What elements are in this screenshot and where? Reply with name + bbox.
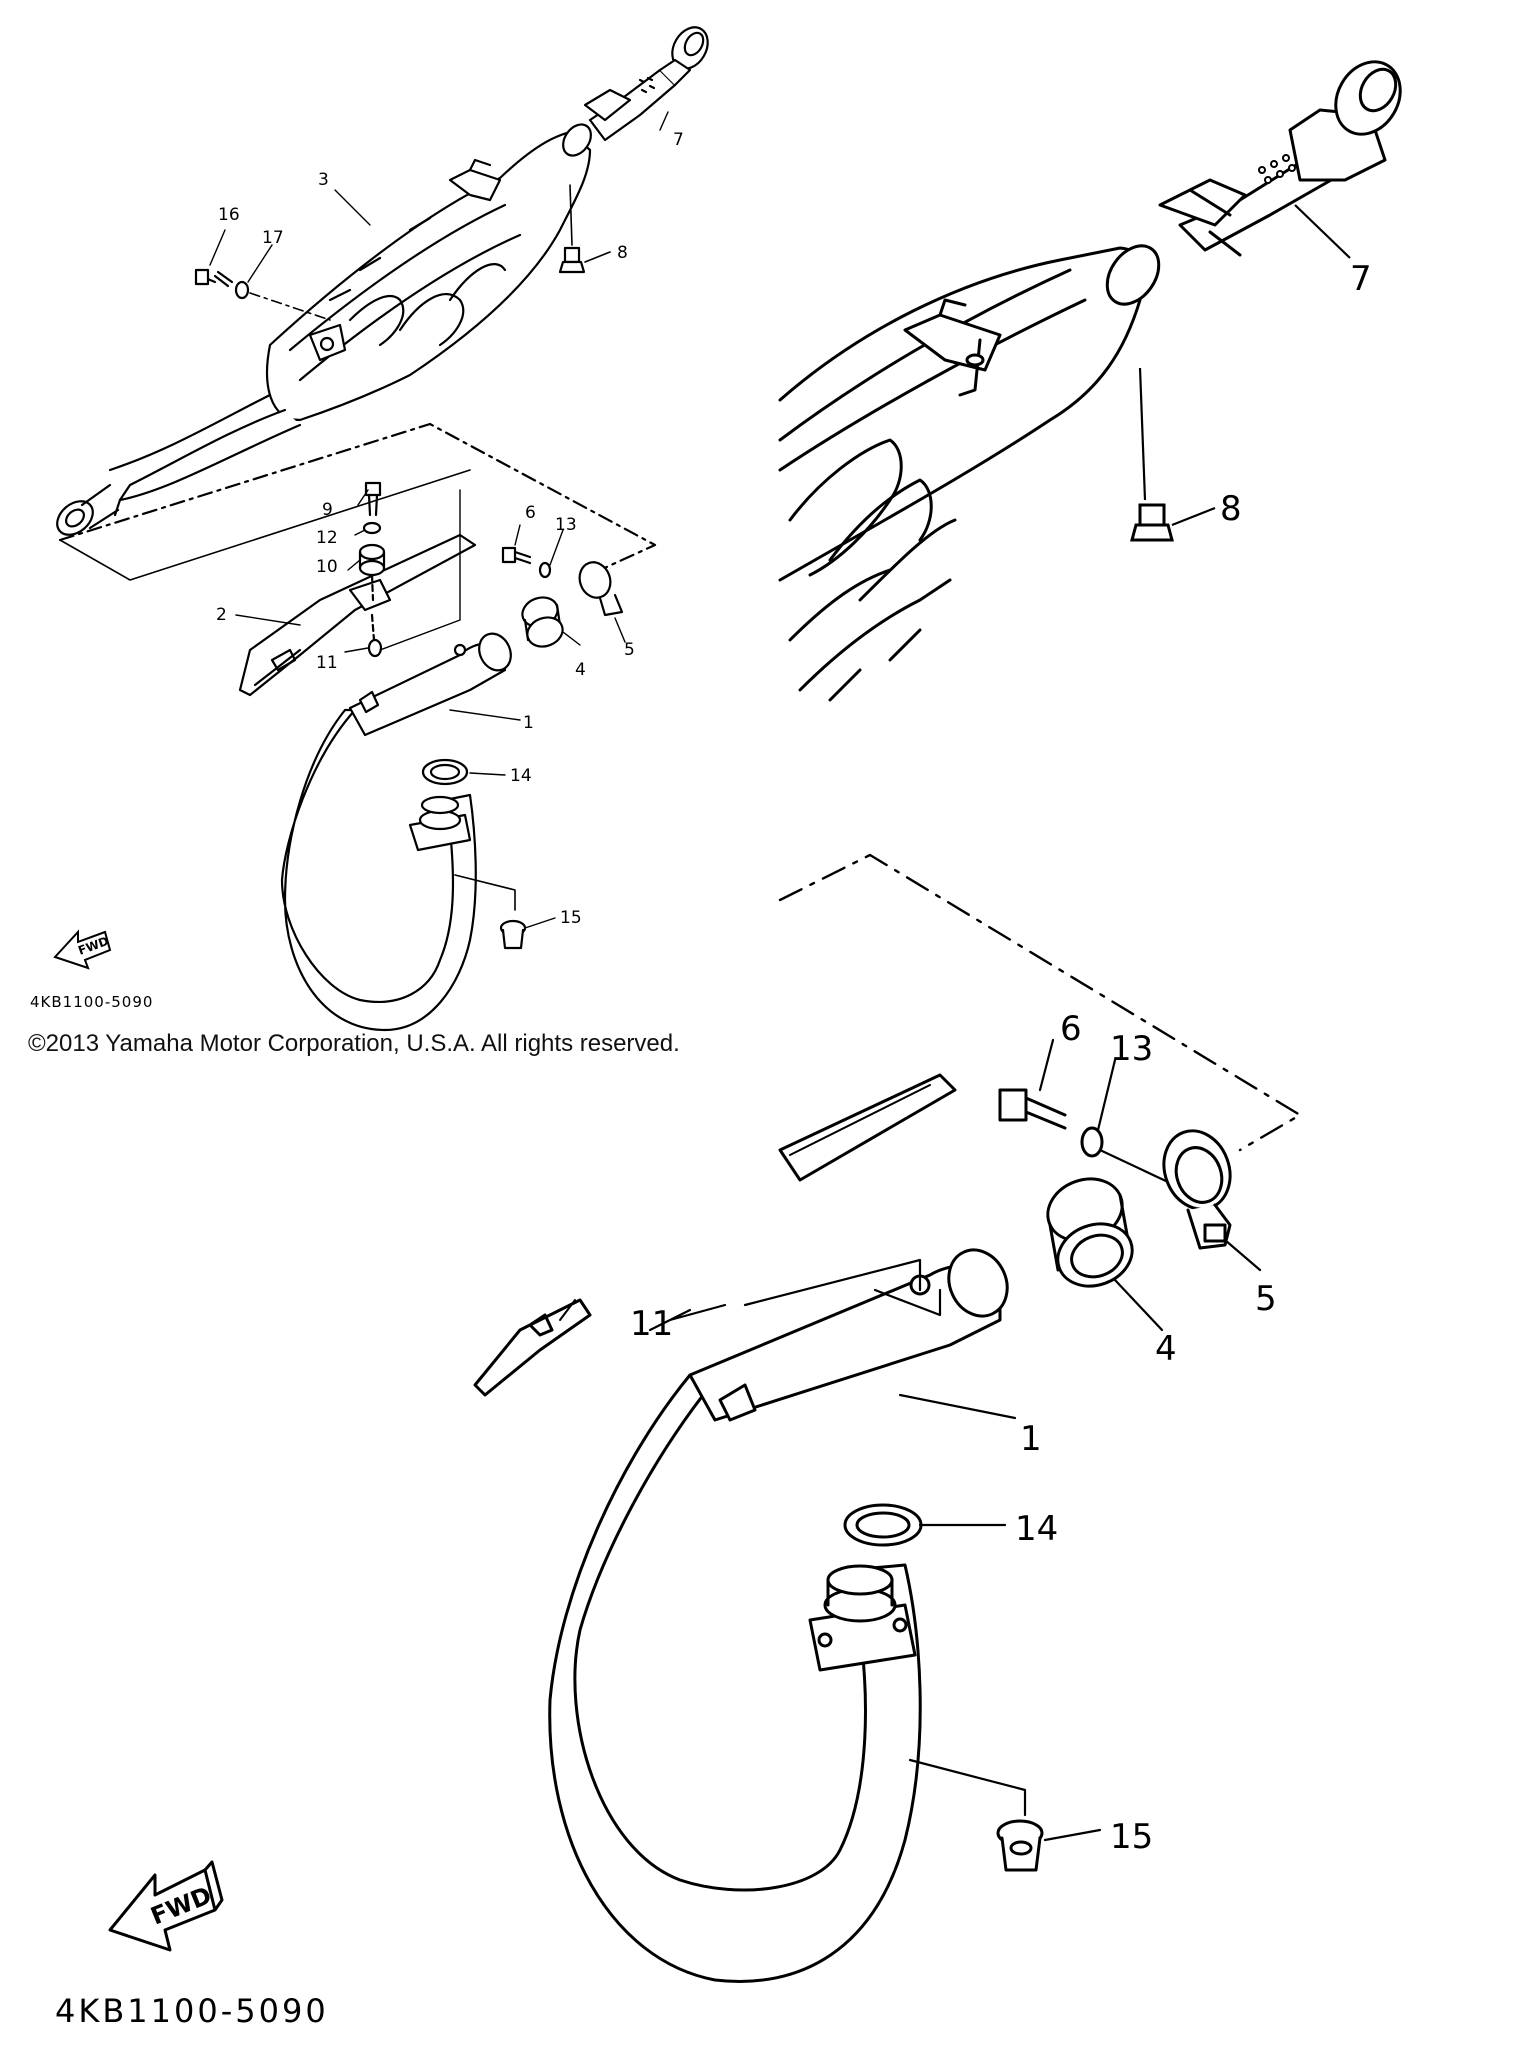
drain-bolt <box>558 246 586 274</box>
callout-3: 3 <box>318 170 329 190</box>
bolt-9 <box>364 481 382 517</box>
zoom-callout-8: 8 <box>1220 489 1242 529</box>
zoom-spark-arrester <box>1158 60 1402 257</box>
zoom-exhaust-pipe <box>548 1248 1009 1983</box>
zoom-assembly <box>473 853 1302 1983</box>
fwd-arrow-small: FWD <box>53 929 112 970</box>
bolt-16 <box>194 268 234 288</box>
callout-8: 8 <box>617 243 628 263</box>
callout-14: 14 <box>510 766 532 786</box>
zoom-callout-15: 15 <box>1110 1817 1153 1857</box>
bracket <box>238 533 477 697</box>
zoom-callout-14: 14 <box>1015 1509 1058 1549</box>
zoom-clamp <box>1162 1129 1232 1250</box>
callout-2: 2 <box>216 605 227 625</box>
gasket-4 <box>521 596 564 648</box>
exhaust-pipe <box>280 632 512 1032</box>
zoom-drain-bolt <box>1130 367 1216 542</box>
zoom-callout-7: 7 <box>1350 259 1372 299</box>
callout-13: 13 <box>555 515 577 535</box>
callout-4: 4 <box>575 660 586 680</box>
diagram-code-small: 4KB1100-5090 <box>30 993 153 1011</box>
callout-16: 16 <box>218 205 240 225</box>
callout-15: 15 <box>560 908 582 928</box>
callout-5: 5 <box>624 640 635 660</box>
callout-17: 17 <box>262 228 284 248</box>
zoom-callout-1: 1 <box>1020 1419 1042 1459</box>
callout-11: 11 <box>316 653 338 673</box>
zoom-nut-15 <box>996 1819 1044 1872</box>
bolt-6 <box>501 546 532 565</box>
callout-12: 12 <box>316 528 338 548</box>
zoom-muffler <box>778 244 1161 702</box>
overview-callouts: 3 16 17 7 8 9 12 10 2 11 6 13 4 5 1 14 1… <box>216 130 684 928</box>
zoom-callouts: 6 13 5 4 11 1 14 15 <box>630 1009 1277 1857</box>
callout-6: 6 <box>525 503 536 523</box>
nut-15 <box>499 919 527 950</box>
zoom-callout-5: 5 <box>1255 1279 1277 1319</box>
muffler <box>266 123 592 422</box>
tailpipe <box>56 393 302 536</box>
callout-1: 1 <box>523 713 534 733</box>
diagram-code-large: 4KB1100-5090 <box>55 1992 329 2030</box>
zoom-callout-11: 11 <box>630 1304 673 1344</box>
spark-arrester <box>583 26 709 142</box>
zoom-gasket-4 <box>1046 1177 1134 1288</box>
zoom-bolt-6 <box>998 1088 1067 1130</box>
zoom-callout-6: 6 <box>1060 1009 1082 1049</box>
zoom-callout-4: 4 <box>1155 1329 1177 1369</box>
callout-9: 9 <box>322 500 333 520</box>
callout-10: 10 <box>316 557 338 577</box>
callout-7: 7 <box>673 130 684 150</box>
zoom-callout-13: 13 <box>1110 1029 1153 1069</box>
copyright-notice: ©2013 Yamaha Motor Corporation, U.S.A. A… <box>28 1030 680 1057</box>
overview-diagram <box>56 26 709 1032</box>
clamp <box>578 561 624 617</box>
